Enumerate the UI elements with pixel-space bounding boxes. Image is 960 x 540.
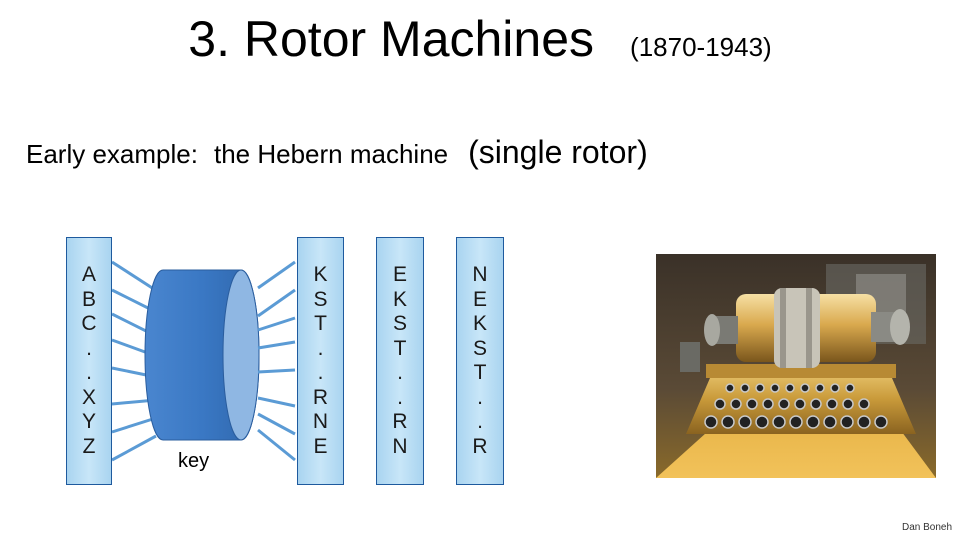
letter-cell: T	[393, 336, 407, 360]
letter-cell: A	[81, 263, 96, 286]
letter-cell: N	[312, 410, 329, 433]
author-credit: Dan Boneh	[902, 522, 953, 533]
title-text: 3. Rotor Machines	[188, 11, 595, 67]
title-years: (1870-1943)	[630, 32, 772, 62]
letter-cell: .	[477, 385, 483, 409]
letter-cell: .	[317, 361, 324, 384]
letter-cell: R	[472, 434, 488, 458]
letter-cell: E	[392, 263, 407, 286]
rotor-output-column: K S T . . R N E	[297, 237, 344, 485]
letter-cell: .	[397, 361, 403, 384]
letter-cell: N	[472, 263, 488, 286]
letter-cell: K	[313, 263, 328, 286]
input-alphabet-column: A B C . . X Y Z	[66, 237, 112, 485]
subtitle-single-rotor: (single rotor)	[468, 134, 648, 170]
rotated-column-1: E K S T . . R N	[376, 237, 424, 485]
letter-cell: T	[314, 312, 327, 335]
letter-cell: E	[472, 287, 487, 311]
letter-cell: Y	[81, 410, 96, 433]
subtitle-early-example: Early example:	[26, 139, 198, 169]
rotated-column-2: N E K S T . . R	[456, 237, 504, 485]
letter-cell: Z	[82, 434, 96, 458]
letter-cell: .	[397, 385, 403, 409]
letter-cell: B	[81, 287, 96, 311]
letter-cell: X	[81, 385, 96, 409]
key-label: key	[178, 450, 210, 472]
letter-cell: .	[477, 410, 483, 433]
letter-cell: R	[312, 385, 329, 409]
letter-cell: R	[392, 410, 408, 433]
letter-cell: T	[473, 361, 487, 384]
rotor-cylinder-icon	[144, 269, 260, 441]
letter-cell: S	[313, 287, 328, 311]
subtitle-hebern: the Hebern machine	[213, 139, 449, 169]
letter-cell: C	[81, 312, 97, 335]
slide-title: 3. Rotor Machines (1870-1943)	[0, 10, 960, 68]
letter-cell: S	[392, 312, 407, 335]
letter-cell: .	[86, 361, 92, 384]
letter-cell: K	[472, 312, 487, 335]
letter-cell: K	[392, 287, 407, 311]
letter-cell: .	[86, 336, 92, 360]
left-wires	[111, 260, 161, 462]
letter-cell: S	[472, 336, 487, 360]
letter-cell: .	[317, 336, 324, 360]
subtitle: Early example: the Hebern machine (single …	[26, 134, 648, 171]
right-wires	[257, 260, 296, 462]
letter-cell: N	[392, 434, 408, 458]
hebern-machine-photo	[656, 254, 936, 478]
letter-cell: E	[313, 434, 328, 458]
